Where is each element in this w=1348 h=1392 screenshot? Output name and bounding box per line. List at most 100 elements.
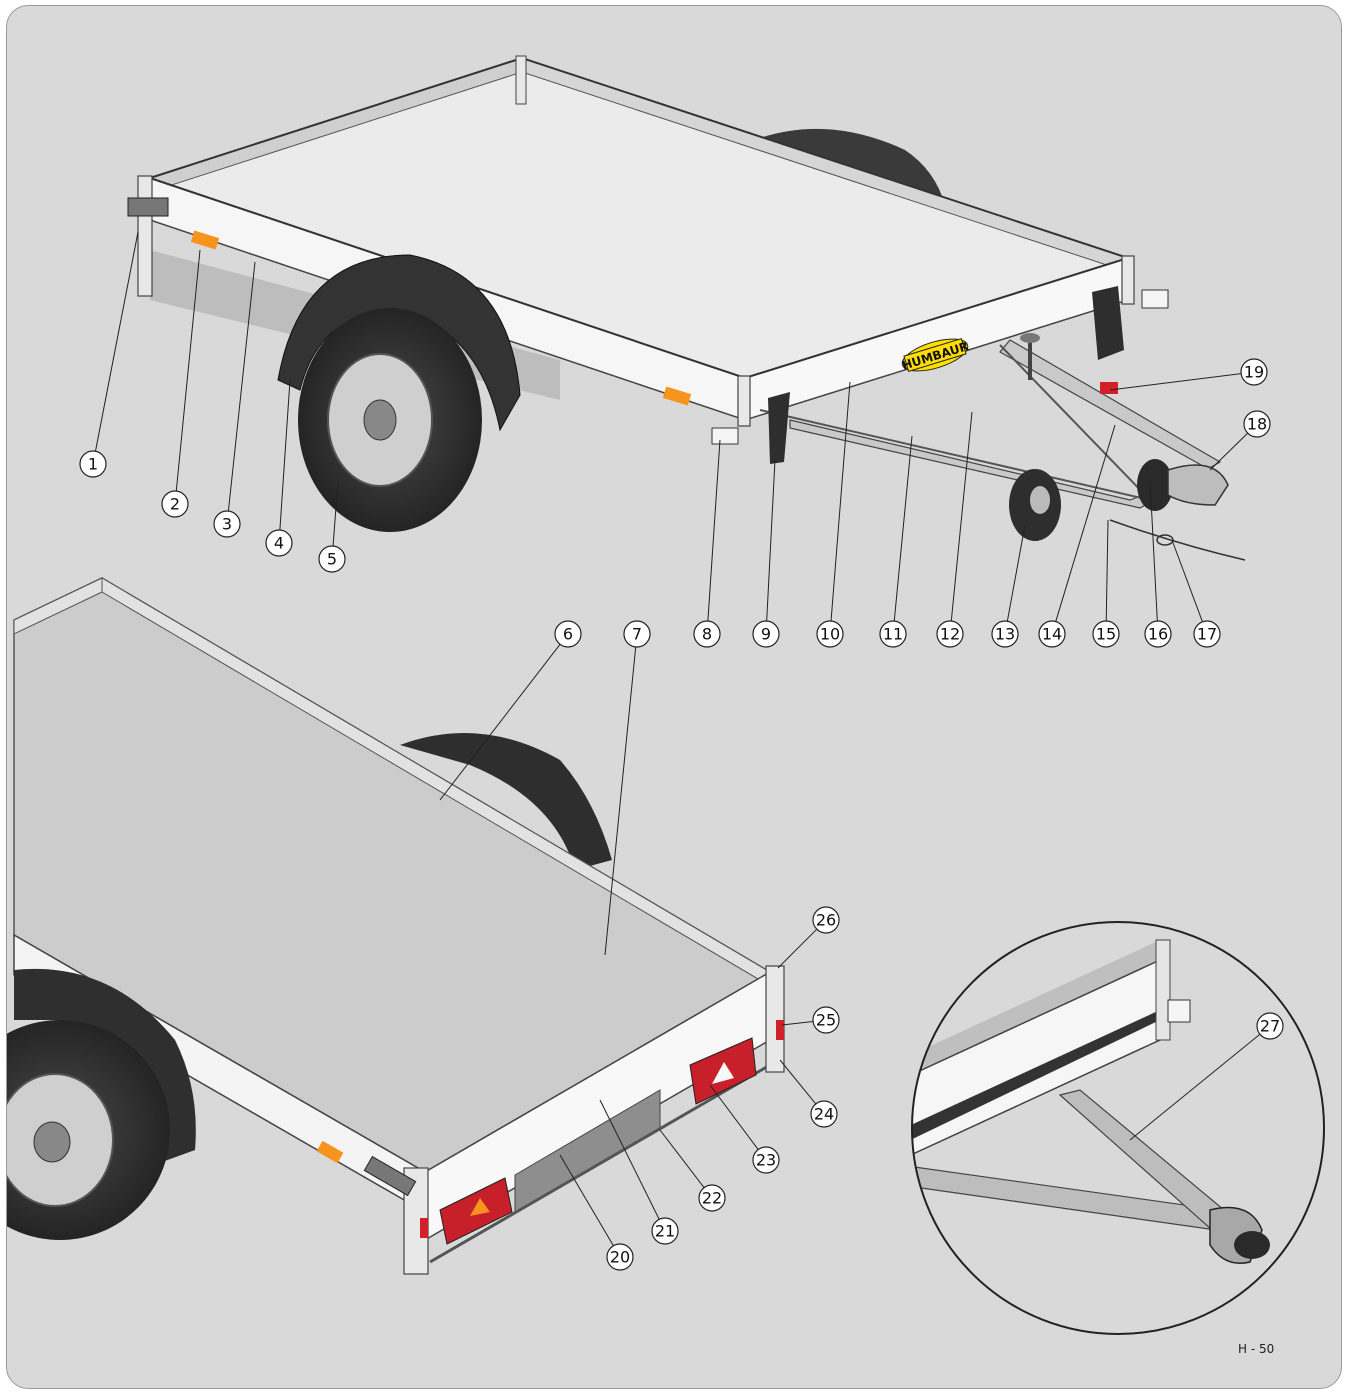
callout-leader-line bbox=[709, 1084, 759, 1150]
page-identifier: H - 50 bbox=[1238, 1342, 1275, 1356]
callout-circle bbox=[752, 1146, 780, 1174]
callout-number: 7 bbox=[632, 625, 642, 644]
callout-circle bbox=[812, 906, 840, 934]
front-stand-right bbox=[1092, 286, 1124, 360]
callout-20: 20 bbox=[559, 1154, 634, 1271]
side-lock bbox=[127, 197, 169, 217]
callout-leader-line bbox=[332, 481, 339, 547]
callout-7: 7 bbox=[604, 620, 651, 956]
callout-circle bbox=[213, 510, 241, 538]
callout-17: 17 bbox=[1171, 539, 1221, 648]
callout-number: 13 bbox=[995, 625, 1015, 644]
callout-leader-line bbox=[439, 643, 561, 801]
callout-number: 25 bbox=[816, 1011, 836, 1030]
callout-circle bbox=[1240, 358, 1268, 386]
callout-leader-line bbox=[893, 435, 913, 622]
callout-number: 20 bbox=[610, 1248, 630, 1267]
callout-5: 5 bbox=[318, 481, 346, 573]
callout-circle bbox=[991, 620, 1019, 648]
callout-leader-line bbox=[1006, 524, 1026, 622]
callout-circle bbox=[1038, 620, 1066, 648]
drawbar-detail-inset bbox=[911, 921, 1325, 1335]
callout-leader-line bbox=[175, 249, 201, 492]
callout-leader-line bbox=[1105, 519, 1109, 622]
callout-leader-line bbox=[766, 459, 776, 622]
callout-23: 23 bbox=[709, 1084, 780, 1174]
callout-16: 16 bbox=[1144, 479, 1172, 648]
callout-circle bbox=[79, 450, 107, 478]
callout-26: 26 bbox=[777, 906, 840, 969]
callout-14: 14 bbox=[1038, 424, 1116, 648]
callout-number: 9 bbox=[761, 625, 771, 644]
callout-leader-line bbox=[279, 379, 291, 531]
callout-leader-line bbox=[599, 1099, 660, 1220]
callout-leader-line bbox=[781, 1020, 814, 1026]
bellows bbox=[1137, 459, 1173, 511]
callout-number: 23 bbox=[756, 1151, 776, 1170]
callout-number: 26 bbox=[816, 911, 836, 930]
callout-circle bbox=[265, 529, 293, 557]
callout-11: 11 bbox=[879, 435, 913, 648]
callout-number: 11 bbox=[883, 625, 903, 644]
callout-21: 21 bbox=[599, 1099, 679, 1245]
callout-27: 27 bbox=[1129, 1012, 1284, 1141]
callout-number: 6 bbox=[563, 625, 573, 644]
callout-leader-line bbox=[1171, 539, 1203, 622]
coupling-head bbox=[1167, 464, 1229, 506]
callout-number: 18 bbox=[1247, 415, 1267, 434]
callout-leader-line bbox=[1129, 1033, 1261, 1141]
breakaway-cable bbox=[1109, 519, 1246, 561]
callout-24: 24 bbox=[779, 1059, 838, 1128]
callout-leader-line bbox=[1149, 479, 1158, 622]
callout-6: 6 bbox=[439, 620, 582, 801]
callout-19: 19 bbox=[1109, 358, 1268, 391]
callout-number: 17 bbox=[1197, 625, 1217, 644]
callout-circle bbox=[318, 545, 346, 573]
callout-number: 3 bbox=[222, 515, 232, 534]
callout-22: 22 bbox=[659, 1129, 726, 1212]
callout-4: 4 bbox=[265, 379, 293, 557]
callout-9: 9 bbox=[752, 459, 780, 648]
callout-number: 22 bbox=[702, 1189, 722, 1208]
callout-number: 27 bbox=[1260, 1017, 1280, 1036]
callout-2: 2 bbox=[161, 249, 201, 518]
callout-12: 12 bbox=[936, 411, 973, 648]
front-stand-left bbox=[768, 392, 790, 464]
corner-post-front bbox=[737, 375, 751, 427]
callout-number: 15 bbox=[1096, 625, 1116, 644]
callout-leader-line bbox=[559, 1154, 614, 1247]
callout-leader-line bbox=[1109, 373, 1242, 391]
side-reflector-front bbox=[662, 386, 692, 406]
callout-leader-line bbox=[707, 439, 721, 622]
callout-3: 3 bbox=[213, 261, 256, 538]
callout-circle bbox=[698, 1184, 726, 1212]
callout-leader-line bbox=[777, 928, 818, 969]
callout-number: 2 bbox=[170, 495, 180, 514]
detail-circle-outline bbox=[911, 921, 1325, 1335]
callout-circle bbox=[879, 620, 907, 648]
callout-circle bbox=[1256, 1012, 1284, 1040]
callout-number: 12 bbox=[940, 625, 960, 644]
callout-circle bbox=[1092, 620, 1120, 648]
callout-leader-line bbox=[94, 231, 139, 452]
callout-13: 13 bbox=[991, 524, 1026, 648]
callout-number: 5 bbox=[327, 550, 337, 569]
trailer-rear-view bbox=[7, 577, 785, 1275]
callout-circle bbox=[161, 490, 189, 518]
rear-far-fender bbox=[400, 733, 612, 870]
callout-15: 15 bbox=[1092, 519, 1120, 648]
callout-number: 4 bbox=[274, 534, 284, 553]
callout-leader-line bbox=[950, 411, 973, 622]
callout-leader-line bbox=[659, 1129, 705, 1188]
callout-number: 19 bbox=[1244, 363, 1264, 382]
side-reflector-rear bbox=[190, 230, 220, 250]
callout-number: 10 bbox=[820, 625, 840, 644]
handbrake-lever bbox=[1100, 382, 1118, 394]
callout-leader-line bbox=[604, 646, 637, 956]
callout-number: 1 bbox=[88, 455, 98, 474]
callout-circle bbox=[1193, 620, 1221, 648]
callout-circle bbox=[936, 620, 964, 648]
callout-leader-line bbox=[830, 381, 851, 622]
